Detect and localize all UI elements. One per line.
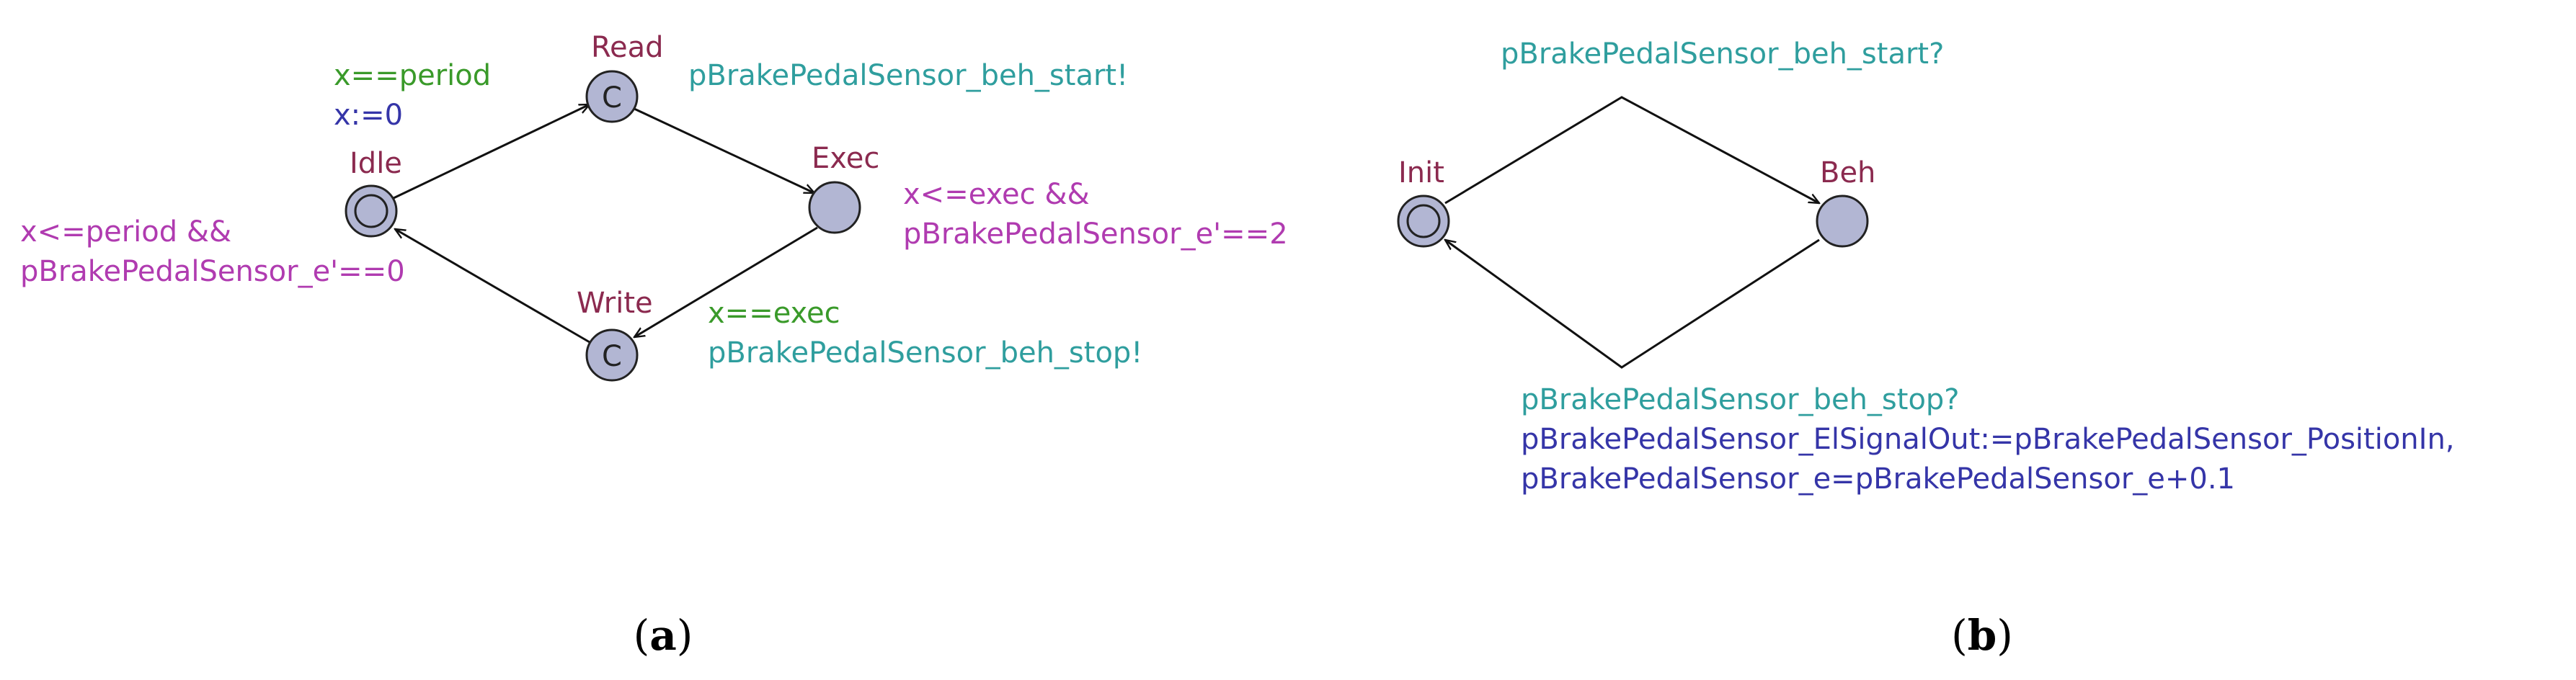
edge-write-to-idle <box>395 229 590 344</box>
panel-b-caption-open: ( <box>1951 611 1968 660</box>
panel-a-caption-close: ) <box>677 611 693 660</box>
edge-beh-to-init <box>1445 240 1820 369</box>
panel-a-caption-open: ( <box>634 611 650 660</box>
idle-invariant-line1: x<=period && <box>20 215 231 249</box>
location-exec-circle <box>808 181 861 234</box>
edge-init-to-beh <box>1444 96 1819 203</box>
location-init <box>1397 194 1450 248</box>
location-idle-inner <box>354 194 388 228</box>
location-beh <box>1816 194 1869 248</box>
location-exec-name: Exec <box>812 142 879 175</box>
committed-mark-read: C <box>602 81 622 115</box>
exec-invariant-line1: x<=exec && <box>903 178 1090 211</box>
panel-b-caption-close: ) <box>1997 611 2013 660</box>
location-init-name: Init <box>1398 156 1444 189</box>
edge-read-to-exec <box>634 107 814 194</box>
location-write-circle <box>585 328 639 382</box>
location-write: C <box>585 328 639 382</box>
panel-b-caption-letter: b <box>1968 611 1997 660</box>
location-beh-name: Beh <box>1820 156 1875 189</box>
panel-b: Init Beh pBrakePedalSensor_beh_start? pB… <box>1397 37 2455 660</box>
location-exec <box>808 181 861 234</box>
panel-a: Idle C Read Exec C Write x<=period && pB… <box>20 31 1288 660</box>
edge-exec-to-write <box>634 226 818 337</box>
panel-a-caption-letter: a <box>649 611 677 660</box>
panel-b-caption: (b) <box>1951 611 2013 660</box>
edge-beh-init-update-line2: pBrakePedalSensor_e=pBrakePedalSensor_e+… <box>1521 462 2235 496</box>
location-beh-circle <box>1816 194 1869 248</box>
edge-idle-read-update: x:=0 <box>334 99 403 132</box>
panel-a-caption: (a) <box>634 611 693 660</box>
location-read-name: Read <box>591 31 664 64</box>
location-read-circle <box>585 70 639 123</box>
edge-idle-read-guard: x==period <box>334 59 491 92</box>
idle-invariant-line2: pBrakePedalSensor_e'==0 <box>20 255 405 288</box>
edge-exec-write-guard: x==exec <box>708 297 840 330</box>
edge-beh-init-update-line1: pBrakePedalSensor_ElSignalOut:=pBrakePed… <box>1521 423 2455 456</box>
location-write-name: Write <box>577 287 653 320</box>
location-init-inner <box>1406 204 1441 238</box>
edge-beh-init-sync: pBrakePedalSensor_beh_stop? <box>1521 383 1960 416</box>
exec-invariant-line2: pBrakePedalSensor_e'==2 <box>903 218 1288 251</box>
edge-idle-to-read <box>393 103 590 200</box>
location-idle <box>345 184 398 238</box>
location-idle-name: Idle <box>350 147 402 180</box>
edge-read-exec-sync: pBrakePedalSensor_beh_start! <box>688 59 1128 92</box>
committed-mark-write: C <box>602 340 622 373</box>
edge-init-beh-sync: pBrakePedalSensor_beh_start? <box>1501 37 1944 71</box>
edge-exec-write-sync: pBrakePedalSensor_beh_stop! <box>708 336 1142 370</box>
location-read: C <box>585 70 639 123</box>
